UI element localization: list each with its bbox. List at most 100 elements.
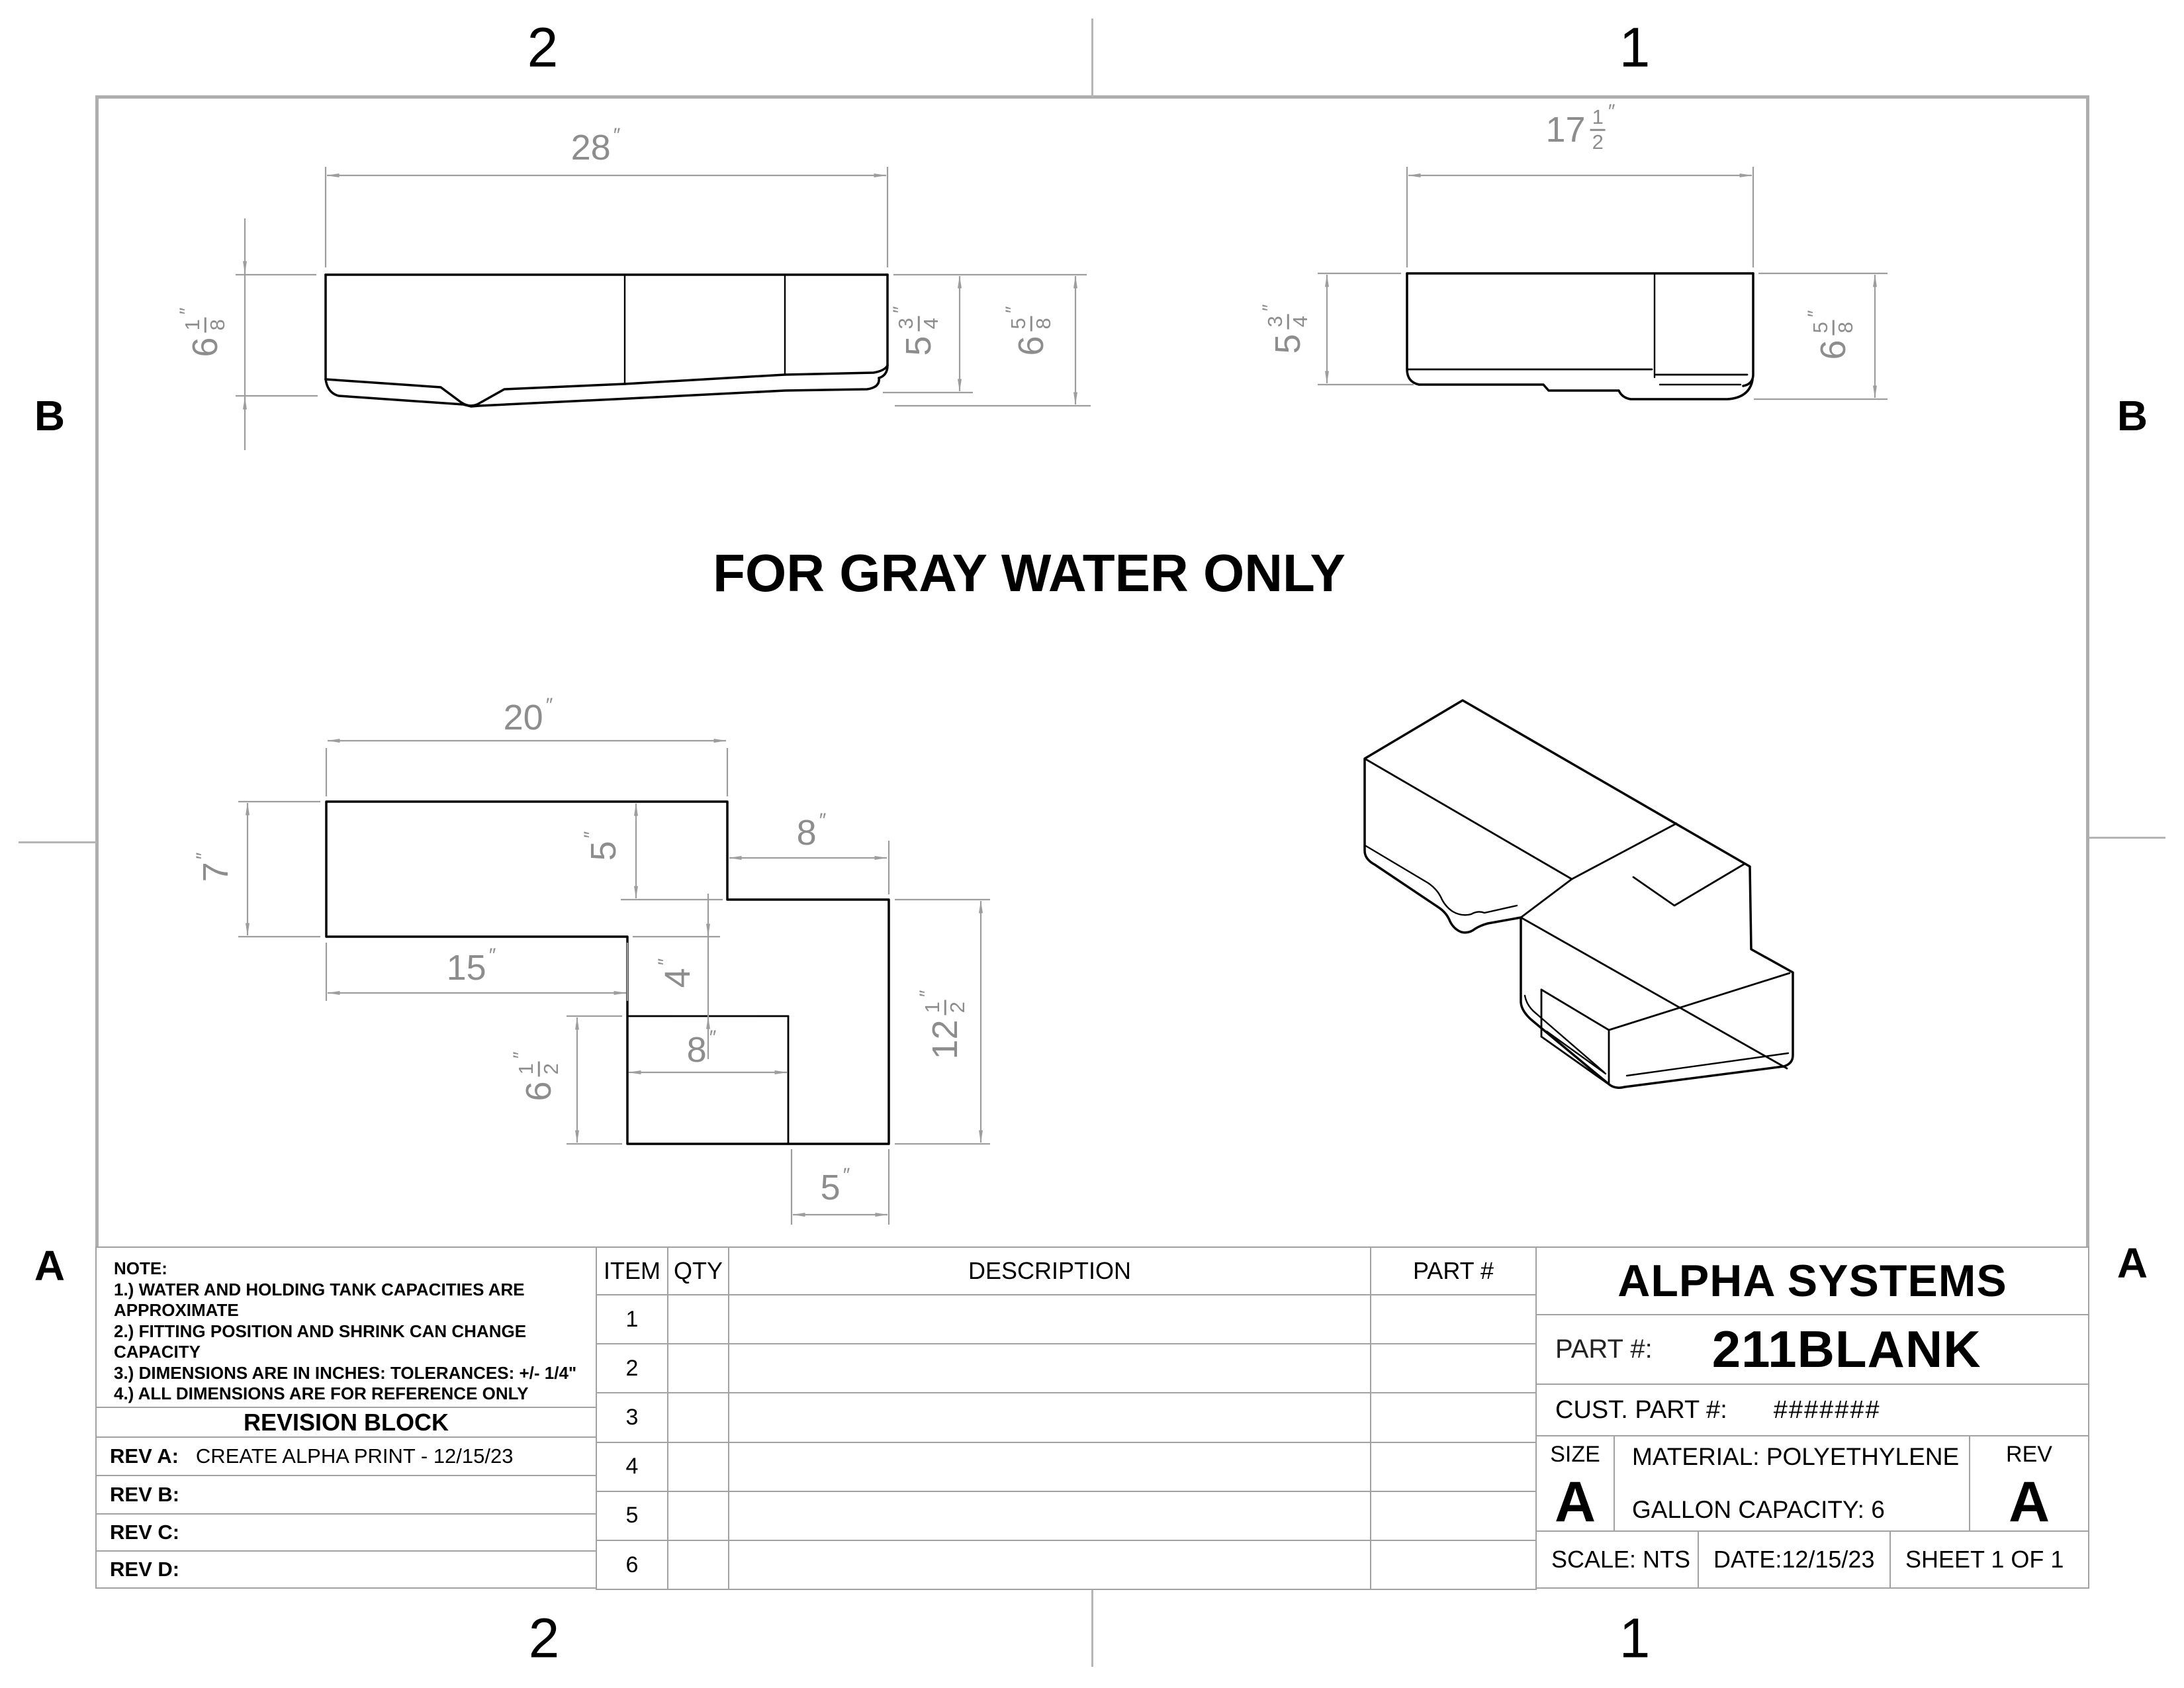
dim-whole: 5 [899, 336, 938, 356]
bom-row2-description [729, 1344, 1371, 1394]
bom-row2-item: 2 [597, 1344, 668, 1394]
dim-whole: 28 [570, 128, 611, 167]
zone-letter-left-lower: A [34, 1242, 66, 1289]
dim-numerator: 1 [181, 317, 206, 333]
zone-number-top-left: 2 [527, 16, 559, 79]
dim-inch-mark: ″ [580, 831, 602, 839]
dim-numerator: 1 [1590, 105, 1606, 131]
customer-part-label: CUST. PART #: [1555, 1395, 1727, 1424]
bom-row5-description [729, 1491, 1371, 1541]
size-value: A [1554, 1470, 1596, 1534]
rev-value: A [2008, 1470, 2050, 1534]
dimension-label-plan-mid-width: 8″ [686, 1028, 717, 1070]
part-number-value: 211BLANK [1711, 1320, 1981, 1378]
notes-list: 1.) WATER AND HOLDING TANK CAPACITIES AR… [114, 1280, 596, 1446]
notes-title: NOTE: [114, 1258, 167, 1278]
zone-number-bottom-right: 1 [1619, 1607, 1651, 1669]
dim-whole: 15 [446, 948, 486, 988]
bom-row5-item: 5 [597, 1491, 668, 1541]
dim-whole: 8 [796, 813, 817, 853]
capacity-text: GALLON CAPACITY: 6 [1632, 1496, 1885, 1523]
sheet-cell: SHEET 1 OF 1 [1889, 1530, 2089, 1589]
dim-numerator: 1 [921, 1000, 946, 1015]
zone-number-bottom-left: 2 [528, 1607, 560, 1669]
size-label: SIZE [1550, 1442, 1600, 1467]
bom-row5-qty [668, 1491, 729, 1541]
dim-denominator: 2 [1592, 130, 1604, 154]
dimension-label-front-width: 28″ [570, 126, 621, 167]
rev-label: REV [2006, 1442, 2052, 1467]
bom-row1-item: 1 [597, 1295, 668, 1345]
bom-row4-qty [668, 1442, 729, 1492]
material-text: MATERIAL: POLYETHYLENE [1632, 1443, 1960, 1470]
part-number-row: PART #: 211BLANK [1535, 1314, 2089, 1385]
bom-row6-qty [668, 1540, 729, 1591]
notes-block: NOTE: 1.) WATER AND HOLDING TANK CAPACIT… [95, 1246, 597, 1445]
dim-inch-mark: ″ [613, 124, 621, 146]
dim-inch-mark: ″ [709, 1027, 717, 1049]
bom-header-part: PART # [1371, 1248, 1537, 1295]
zone-letter-right-upper: B [2116, 392, 2148, 440]
bom-row2-part [1371, 1344, 1537, 1394]
dim-inch-mark: ″ [1001, 306, 1024, 314]
bom-row4-description [729, 1442, 1371, 1492]
dim-numerator: 1 [514, 1061, 540, 1077]
note-line-2: 2.) FITTING POSITION AND SHRINK CAN CHAN… [114, 1321, 527, 1362]
front-view [236, 167, 1091, 450]
dim-inch-mark: ″ [819, 810, 827, 831]
revision-row-a: REV A: CREATE ALPHA PRINT - 12/15/23 [95, 1436, 597, 1476]
dim-inch-mark: ″ [1258, 304, 1281, 312]
company-name: ALPHA SYSTEMS [1535, 1246, 2089, 1315]
rev-a-label: REV A: [110, 1444, 179, 1468]
rev-a-text: CREATE ALPHA PRINT - 12/15/23 [195, 1444, 514, 1468]
bom-row4-part [1371, 1442, 1537, 1492]
bom-row3-description [729, 1393, 1371, 1443]
size-cell: SIZE A [1535, 1435, 1615, 1532]
dim-whole: 12 [925, 1019, 965, 1060]
customer-part-row: CUST. PART #: ####### [1535, 1383, 2089, 1436]
dim-numerator: 5 [1809, 320, 1835, 336]
date-cell: DATE:12/15/23 [1698, 1530, 1891, 1589]
revision-block-title: REVISION BLOCK [95, 1407, 597, 1438]
bom-row1-part [1371, 1295, 1537, 1345]
dim-denominator: 8 [1833, 322, 1857, 334]
zone-tick-top [1091, 19, 1093, 97]
dim-whole: 6 [1813, 340, 1853, 360]
dim-numerator: 5 [1007, 316, 1032, 332]
dim-denominator: 4 [1288, 316, 1312, 328]
rev-cell: REV A [1969, 1435, 2089, 1532]
part-number-label: PART #: [1555, 1335, 1653, 1364]
bom-row6-item: 6 [597, 1540, 668, 1591]
material-cell: MATERIAL: POLYETHYLENE GALLON CAPACITY: … [1614, 1435, 1970, 1532]
dim-whole: 8 [686, 1030, 707, 1070]
dim-inch-mark: ″ [509, 1051, 531, 1059]
dim-whole: 17 [1545, 110, 1586, 150]
dim-inch-mark: ″ [545, 694, 553, 716]
customer-part-value: ####### [1773, 1395, 1881, 1424]
dimension-label-plan-width: 20″ [504, 696, 553, 736]
zone-tick-left [19, 841, 97, 843]
dimension-label-plan-right-width: 8″ [796, 811, 827, 853]
zone-number-top-right: 1 [1619, 16, 1651, 79]
dim-whole: 5 [820, 1168, 841, 1207]
dim-whole: 7 [196, 862, 236, 882]
isometric-view [1363, 699, 1794, 1089]
dim-inch-mark: ″ [488, 945, 496, 966]
dimension-label-plan-lower-width: 15″ [446, 946, 496, 988]
dim-inch-mark: ″ [655, 958, 676, 966]
